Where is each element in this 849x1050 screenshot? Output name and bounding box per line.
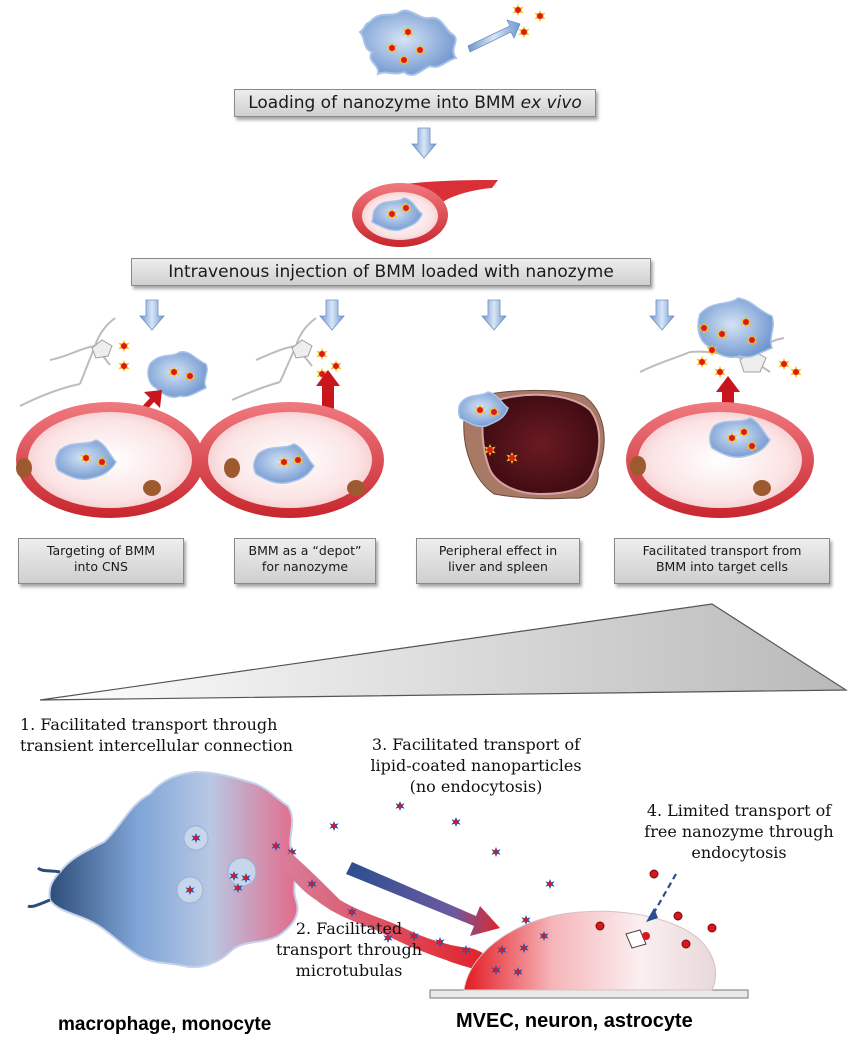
outcome-box-depot: BMM as a “depot” for nanozyme xyxy=(234,538,376,584)
panel-peripheral xyxy=(457,389,605,500)
mechanism-line: 1. Facilitated transport through xyxy=(20,715,278,734)
outcome-box-targeting: Targeting of BMM into CNS xyxy=(18,538,184,584)
mechanism-line: endocytosis xyxy=(691,843,787,862)
panel-targeting xyxy=(16,317,208,518)
arrow-down-1 xyxy=(411,127,437,159)
mechanism-line: lipid-coated nanoparticles xyxy=(370,756,582,775)
endocytosis-arrow xyxy=(651,873,677,917)
mechanism-line: (no endocytosis) xyxy=(409,777,543,796)
outcome-line: Peripheral effect in xyxy=(438,543,558,558)
mechanism-line: 3. Facilitated transport of xyxy=(371,735,581,754)
mechanism-1-label: 1. Facilitated transport through transie… xyxy=(20,714,360,756)
outcome-box-facilitated: Facilitated transport from BMM into targ… xyxy=(614,538,830,584)
target-cell-label: MVEC, neuron, astrocyte xyxy=(456,1010,693,1032)
macrophage-label: macrophage, monocyte xyxy=(58,1014,272,1035)
loading-step-italic: ex vivo xyxy=(520,93,582,113)
outcome-line: BMM as a “depot” xyxy=(248,543,362,558)
arrow-down-facilitated xyxy=(649,299,675,331)
loading-arrow xyxy=(467,19,521,53)
outcome-line: Targeting of BMM xyxy=(46,543,156,558)
panel-facilitated xyxy=(626,297,814,518)
zoom-cone xyxy=(39,603,849,701)
target-cell xyxy=(429,910,749,999)
free-nanozyme-top xyxy=(512,4,546,38)
mechanism-line: transient intercellular connection xyxy=(20,736,293,755)
arrow-down-targeting xyxy=(139,299,165,331)
mechanism-line: 4. Limited transport of xyxy=(646,801,832,820)
outcome-line: Facilitated transport from xyxy=(642,543,802,558)
mechanism-line: 2. Facilitated xyxy=(295,919,403,938)
mechanism-3-label: 3. Facilitated transport of lipid-coated… xyxy=(356,734,596,797)
free-nanozyme xyxy=(595,869,717,949)
mechanism-line: free nanozyme through xyxy=(644,822,834,841)
arrow-down-depot xyxy=(319,299,345,331)
outcome-line: into CNS xyxy=(74,559,128,574)
endocytosis-arrowhead xyxy=(646,908,658,922)
loading-step-box: Loading of nanozyme into BMM ex vivo xyxy=(234,89,596,117)
injection-step-text: Intravenous injection of BMM loaded with… xyxy=(168,262,614,282)
outcome-line: BMM into target cells xyxy=(655,559,789,574)
arrow-down-peripheral xyxy=(481,299,507,331)
outcome-line: liver and spleen xyxy=(448,559,548,574)
transport-arrow xyxy=(346,862,500,936)
panel-depot xyxy=(196,317,384,518)
loading-step-text: Loading of nanozyme into BMM xyxy=(248,93,521,113)
mechanism-2-label: 2. Facilitated transport through microtu… xyxy=(244,918,454,981)
microtubule-connection xyxy=(282,852,494,976)
outcome-box-peripheral: Peripheral effect in liver and spleen xyxy=(416,538,580,584)
loading-macrophage xyxy=(358,9,458,76)
injected-vessel xyxy=(352,180,498,247)
mechanism-line: transport through xyxy=(275,940,423,959)
mechanism-4-label: 4. Limited transport of free nanozyme th… xyxy=(630,800,848,863)
injection-step-box: Intravenous injection of BMM loaded with… xyxy=(131,258,651,286)
outcome-line: for nanozyme xyxy=(261,559,349,574)
macrophage-cell xyxy=(27,770,299,968)
mechanism-line: microtubulas xyxy=(295,961,403,980)
